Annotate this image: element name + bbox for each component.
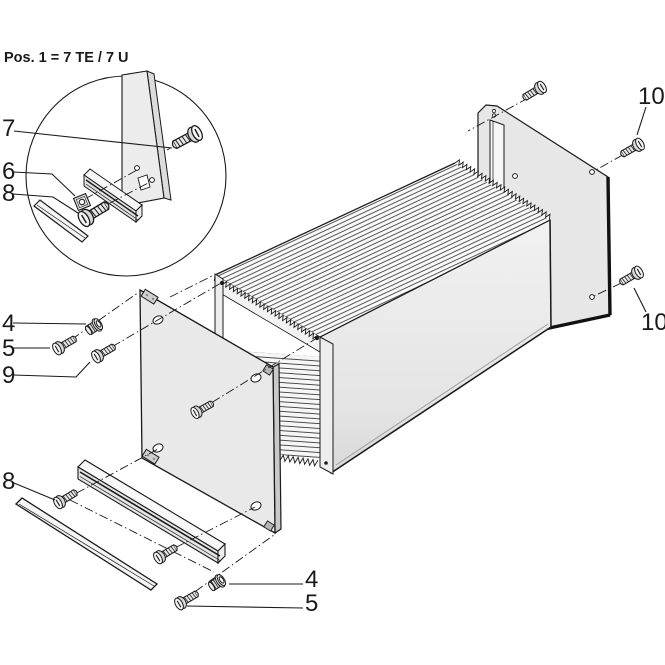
- callout-6-leader: [12, 171, 76, 197]
- callout-8-detail-leader: [12, 193, 79, 214]
- front-collar-screw: [50, 332, 80, 357]
- callout-5-top: 5: [2, 335, 15, 362]
- front-panel-face: [139, 288, 276, 535]
- callout-7: 7: [2, 115, 15, 142]
- axis-rear-top-screw: [467, 97, 529, 132]
- callout-8-bottom-leader: [13, 482, 56, 501]
- front-panel-corner-clip-bl: [141, 448, 160, 465]
- front-collar-nut: [82, 316, 106, 338]
- detail-slide-nut: [72, 192, 92, 212]
- callout-5-bottom: 5: [305, 590, 318, 617]
- callout-9-leader: [12, 361, 91, 378]
- axis-detail-to-case: [169, 275, 213, 298]
- bottom-clamp-screw: [51, 485, 81, 511]
- bottom-rail-channel: [79, 471, 221, 557]
- fin-comb-front: [213, 274, 318, 340]
- case-front-right-wall: [319, 336, 334, 475]
- callout-4-bottom: 4: [305, 566, 318, 593]
- detail-panel-screw: [168, 123, 206, 154]
- front-panel: [139, 288, 282, 535]
- rear-right-screw-bottom: [616, 264, 646, 289]
- callout-7-leader: [13, 130, 173, 149]
- rear-panel-right-edge: [606, 176, 612, 316]
- detail-view: [25, 70, 227, 277]
- case-rear-edge: [549, 219, 552, 328]
- axis-clamp-screw-bottom: [61, 448, 159, 502]
- detail-rail-channel: [85, 179, 139, 217]
- callout-4-top: 4: [2, 310, 15, 337]
- callout-10-top-leader: [636, 106, 647, 136]
- detail-axis-nut: [84, 169, 138, 200]
- callout-10-top: 10: [638, 83, 665, 110]
- callout-4-top-leader: [12, 322, 87, 325]
- bottom-rail-channel: [79, 476, 221, 561]
- case-top-left-ridge: [214, 162, 456, 276]
- bottom-rail-assembly: [14, 459, 226, 591]
- axis-collar-bottom: [181, 534, 275, 602]
- rear-right-screw-top: [617, 136, 647, 161]
- front-panel-corner-clip-tl: [140, 288, 159, 305]
- case-top-right-edge: [319, 219, 551, 338]
- axis-panel-center-screw: [197, 337, 318, 412]
- bottom-collar-screw: [172, 587, 202, 612]
- axis-rail-parallel: [69, 499, 215, 573]
- callout-10-bottom-leader: [633, 287, 647, 313]
- callout-10-bottom: 10: [641, 309, 665, 336]
- callout-8-detail: 8: [2, 180, 15, 207]
- front-panel-hole-tr: [250, 373, 262, 383]
- detail-strip-edge: [36, 204, 86, 239]
- callouts: 7 6 8 4 5 9 8 4 5 10 10: [2, 83, 665, 617]
- rear-panel-hole-left: [512, 173, 518, 179]
- callout-5-bottom-leader: [186, 605, 304, 609]
- case-bottom-chamfer: [335, 323, 549, 466]
- callout-8-bottom: 8: [2, 468, 15, 495]
- detail-title: Pos. 1 = 7 TE / 7 U: [4, 50, 129, 66]
- detail-strip: [33, 199, 89, 243]
- bottom-strip-edge: [18, 503, 155, 587]
- case-bottom-edge: [330, 326, 552, 474]
- bottom-collar-nut: [205, 572, 229, 594]
- fin-comb-rear: [454, 158, 551, 220]
- front-panel-edge-clip-bottom: [263, 520, 275, 532]
- rear-panel-hole-bottom-right: [589, 294, 595, 300]
- callout-6: 6: [2, 158, 15, 185]
- callout-9: 9: [2, 362, 15, 389]
- rear-panel-hole-top-right: [589, 169, 595, 175]
- detail-panel-hole: [134, 165, 140, 171]
- case-screw-boss-bottom-right: [324, 461, 328, 465]
- bottom-strip: [14, 497, 159, 591]
- detail-panel-hole: [149, 177, 155, 183]
- detail-axis-screw: [109, 181, 151, 204]
- axis-panel-screw-9: [97, 282, 222, 356]
- case-screw-boss-top-left: [219, 280, 225, 286]
- rear-panel-clip: [491, 108, 497, 114]
- front-panel-screw: [89, 340, 119, 365]
- case-top-fins: [215, 163, 550, 337]
